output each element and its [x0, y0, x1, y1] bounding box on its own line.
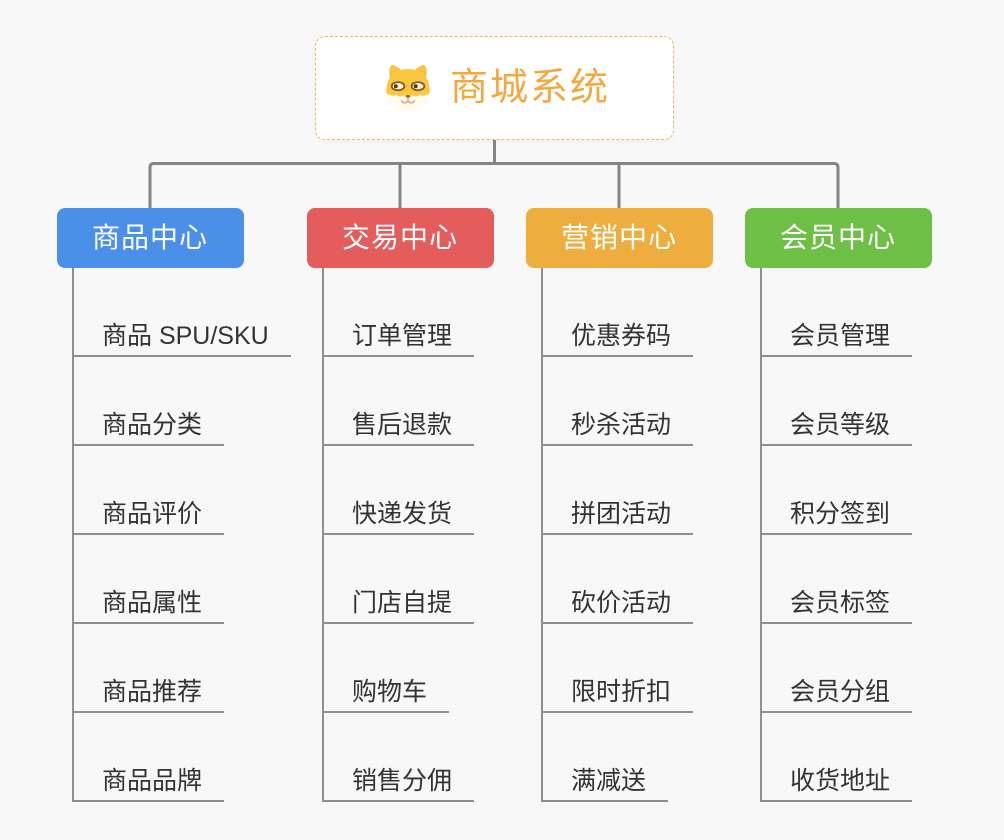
leaf-label: 收货地址: [790, 767, 891, 795]
leaf-node[interactable]: 售后退款: [322, 406, 475, 446]
branch-label: 会员中心: [779, 222, 896, 253]
leaf-node[interactable]: 砍价活动: [541, 584, 694, 624]
leaf-node[interactable]: 拼团活动: [541, 495, 694, 535]
leaf-node[interactable]: 会员分组: [760, 673, 913, 713]
leaf-label: 会员标签: [790, 589, 891, 617]
branch-node-3[interactable]: 营销中心: [525, 208, 713, 268]
leaf-node[interactable]: 商品品牌: [72, 762, 225, 802]
leaf-label: 砍价活动: [571, 589, 672, 617]
leaf-label: 拼团活动: [571, 500, 672, 528]
leaf-label: 售后退款: [352, 411, 453, 439]
leaf-label: 积分签到: [790, 500, 891, 528]
leaf-label: 秒杀活动: [571, 411, 672, 439]
branch-node-1[interactable]: 商品中心: [56, 208, 244, 268]
leaf-label: 商品属性: [102, 589, 203, 617]
leaf-label: 购物车: [352, 678, 428, 706]
leaf-label: 门店自提: [352, 589, 453, 617]
leaf-label: 商品推荐: [102, 678, 203, 706]
leaf-node[interactable]: 商品推荐: [72, 673, 225, 713]
leaf-node[interactable]: 购物车: [322, 673, 450, 713]
leaf-label: 会员等级: [790, 411, 891, 439]
leaf-label: 商品 SPU/SKU: [102, 322, 269, 350]
leaf-label: 商品评价: [102, 500, 203, 528]
root-title: 商城系统: [449, 67, 610, 109]
leaf-node[interactable]: 积分签到: [760, 495, 913, 535]
root-node[interactable]: 商城系统: [315, 36, 674, 140]
dog-icon: [386, 64, 430, 113]
leaf-node[interactable]: 商品属性: [72, 584, 225, 624]
leaf-node[interactable]: 限时折扣: [541, 673, 694, 713]
leaf-label: 商品品牌: [102, 767, 203, 795]
leaf-label: 会员管理: [790, 322, 891, 350]
leaf-label: 满减送: [571, 767, 647, 795]
leaf-node[interactable]: 秒杀活动: [541, 406, 694, 446]
leaf-node[interactable]: 订单管理: [322, 317, 475, 357]
leaf-node[interactable]: 商品评价: [72, 495, 225, 535]
leaf-label: 快递发货: [352, 500, 453, 528]
leaf-label: 优惠券码: [571, 322, 672, 350]
leaf-label: 销售分佣: [352, 767, 453, 795]
leaf-node[interactable]: 销售分佣: [322, 762, 475, 802]
branch-node-4[interactable]: 会员中心: [744, 208, 932, 268]
leaf-node[interactable]: 商品 SPU/SKU: [72, 317, 291, 357]
branch-label: 交易中心: [341, 222, 458, 253]
leaf-node[interactable]: 快递发货: [322, 495, 475, 535]
leaf-label: 限时折扣: [571, 678, 672, 706]
leaf-node[interactable]: 满减送: [541, 762, 669, 802]
branch-label: 营销中心: [560, 222, 677, 253]
branch-label: 商品中心: [91, 222, 208, 253]
leaf-node[interactable]: 会员标签: [760, 584, 913, 624]
leaf-label: 订单管理: [352, 322, 453, 350]
leaf-node[interactable]: 收货地址: [760, 762, 913, 802]
leaf-node[interactable]: 优惠券码: [541, 317, 694, 357]
branch-node-2[interactable]: 交易中心: [306, 208, 494, 268]
leaf-label: 商品分类: [102, 411, 203, 439]
leaf-node[interactable]: 会员等级: [760, 406, 913, 446]
leaf-node[interactable]: 商品分类: [72, 406, 225, 446]
leaf-node[interactable]: 门店自提: [322, 584, 475, 624]
leaf-label: 会员分组: [790, 678, 891, 706]
leaf-node[interactable]: 会员管理: [760, 317, 913, 357]
